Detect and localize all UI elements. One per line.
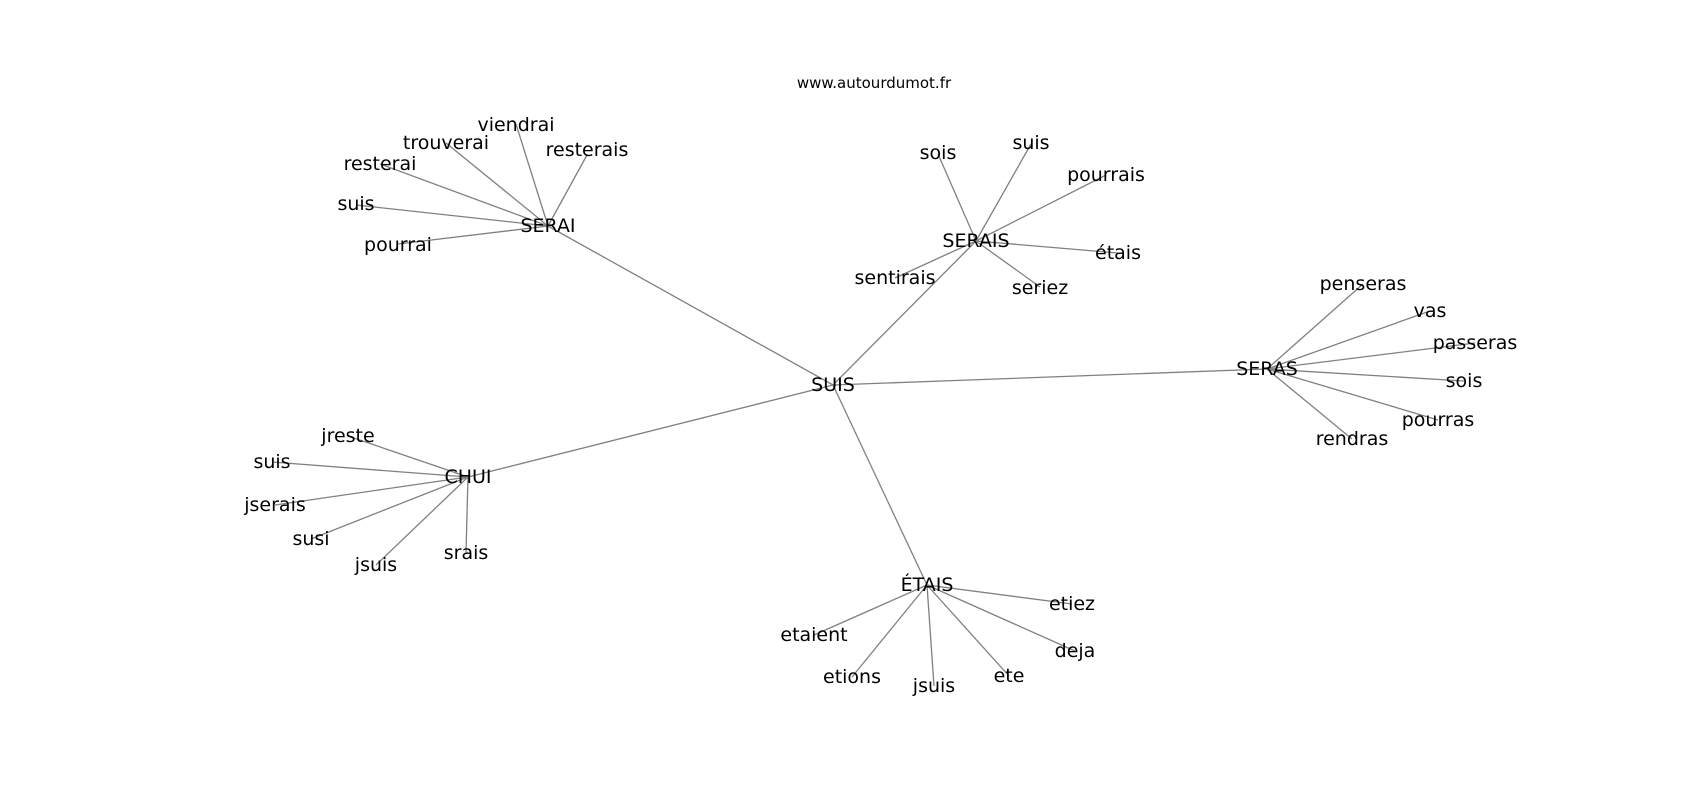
edge-chui-leaf (271, 461, 469, 478)
edge-serais-leaf (975, 240, 1041, 288)
leaf-node-chui[interactable]: jsuis (354, 554, 397, 576)
leaf-node-chui[interactable]: jreste (320, 425, 374, 447)
leaf-node-serais[interactable]: sois (920, 142, 957, 164)
edge-chui-leaf (310, 476, 469, 540)
edge-serais-leaf (975, 174, 1107, 242)
hub-node-etais[interactable]: ÉTAIS (901, 573, 954, 596)
edge-serais-leaf (975, 240, 1119, 254)
leaf-node-serais[interactable]: pourrais (1067, 164, 1145, 186)
leaf-node-serai[interactable]: viendrai (477, 114, 554, 136)
edge-etais-leaf (926, 584, 1073, 605)
leaf-node-serai[interactable]: suis (337, 193, 374, 215)
leaf-node-chui[interactable]: susi (292, 528, 329, 550)
leaf-node-chui[interactable]: suis (253, 451, 290, 473)
leaf-node-serais[interactable]: sentirais (855, 267, 936, 289)
edge-center-seras (832, 368, 1268, 386)
leaf-node-etais[interactable]: ete (994, 665, 1025, 687)
leaf-node-serais[interactable]: étais (1095, 242, 1141, 264)
edge-serai-leaf (547, 154, 588, 227)
leaf-node-serai[interactable]: pourrai (364, 234, 432, 256)
edge-serai-leaf (355, 204, 549, 227)
leaf-node-etais[interactable]: etions (823, 666, 881, 688)
leaf-node-serais[interactable]: suis (1012, 132, 1049, 154)
leaf-node-seras[interactable]: vas (1414, 300, 1447, 322)
graph-labels: SUIS SERAI viendrai resterais trouveraireste… (243, 114, 1517, 697)
edge-serais-leaf (937, 153, 977, 242)
leaf-node-seras[interactable]: passeras (1433, 332, 1518, 354)
graph-edges (271, 123, 1476, 687)
edge-serais-leaf (975, 143, 1032, 242)
leaf-node-chui[interactable]: jserais (243, 494, 306, 516)
edge-serai-leaf (445, 142, 549, 227)
edge-etais-leaf (813, 584, 928, 636)
leaf-node-serais[interactable]: seriez (1012, 277, 1068, 299)
edge-chui-leaf (375, 476, 469, 566)
edge-seras-leaf (1266, 368, 1439, 421)
edge-center-serais (832, 240, 977, 386)
hub-node-serai[interactable]: SERAI (520, 215, 575, 237)
leaf-node-etais[interactable]: jsuis (912, 675, 955, 697)
site-url[interactable]: www.autourdumot.fr (797, 74, 952, 92)
hub-node-serais[interactable]: SERAIS (942, 230, 1009, 252)
edge-center-serai (547, 225, 834, 386)
edge-chui-leaf (347, 435, 469, 478)
leaf-node-seras[interactable]: sois (1446, 370, 1483, 392)
edge-etais-leaf (926, 584, 935, 687)
edge-serais-leaf (894, 240, 977, 279)
leaf-node-seras[interactable]: penseras (1320, 273, 1407, 295)
edge-chui-leaf (465, 476, 469, 554)
edge-seras-leaf (1266, 342, 1476, 370)
hub-node-chui[interactable]: CHUI (444, 466, 491, 488)
leaf-node-seras[interactable]: rendras (1316, 428, 1389, 450)
edge-serai-leaf (515, 123, 549, 227)
leaf-node-serai[interactable]: resterais (546, 139, 629, 161)
leaf-node-etais[interactable]: deja (1055, 640, 1096, 662)
leaf-node-etais[interactable]: etiez (1049, 593, 1095, 615)
edge-center-etais (832, 384, 928, 586)
leaf-node-serai[interactable]: resterai (344, 153, 417, 175)
edge-seras-leaf (1266, 368, 1353, 440)
edge-etais-leaf (851, 584, 928, 678)
edge-seras-leaf (1266, 310, 1431, 370)
edge-seras-leaf (1266, 368, 1465, 382)
edge-chui-leaf (274, 476, 469, 506)
leaf-node-serai[interactable]: trouverai (403, 132, 489, 154)
edge-seras-leaf (1266, 283, 1364, 370)
edge-etais-leaf (926, 584, 1076, 652)
leaf-node-etais[interactable]: etaient (780, 624, 847, 646)
edge-center-chui (467, 384, 834, 478)
leaf-node-seras[interactable]: pourras (1402, 409, 1475, 431)
hub-node-seras[interactable]: SERAS (1236, 358, 1298, 380)
edge-serai-leaf (379, 163, 549, 227)
edge-etais-leaf (926, 584, 1010, 677)
edge-serai-leaf (397, 225, 549, 245)
leaf-node-chui[interactable]: srais (444, 542, 489, 564)
center-node[interactable]: SUIS (811, 374, 855, 396)
